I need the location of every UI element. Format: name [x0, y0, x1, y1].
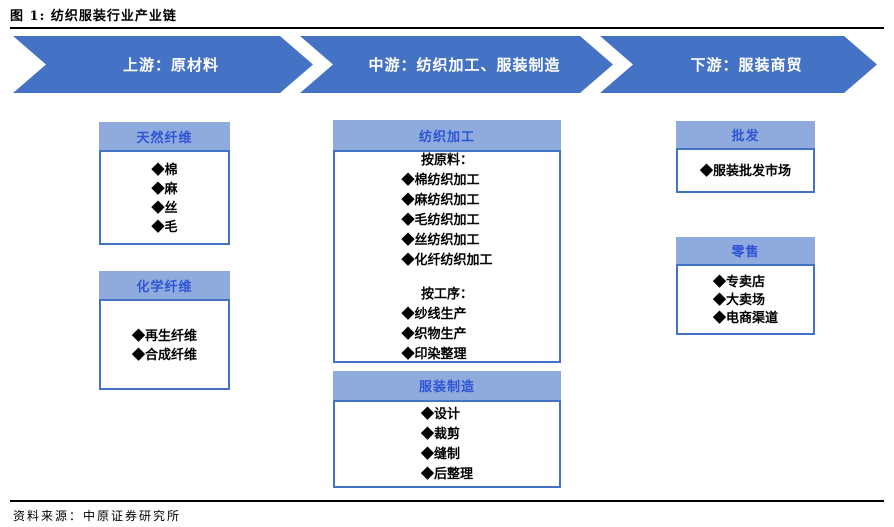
list-item: ◆织物生产: [401, 325, 467, 341]
garment-manufacturing-header: 服装制造: [333, 371, 561, 400]
textile-processing-header: 纺织加工: [333, 120, 561, 150]
list-item: ◆棉纺织加工: [401, 171, 480, 187]
chemical-fiber-body: ◆再生纤维 ◆合成纤维: [99, 299, 230, 390]
list-item: ◆设计: [420, 406, 460, 421]
list-item: ◆丝: [151, 199, 178, 215]
retail-header: 零售: [676, 237, 815, 264]
list-item: ◆缝制: [420, 446, 460, 461]
arrow-downstream-label: 下游：服装商贸: [690, 57, 803, 74]
arrow-upstream-label: 上游：原材料: [122, 57, 219, 74]
figure-title: 图 1: 纺织服装行业产业链: [10, 9, 177, 24]
list-item: ◆大卖场: [712, 291, 765, 307]
list-item: ◆棉: [151, 161, 178, 177]
bottom-rule: [10, 500, 884, 502]
arrow-upstream: 上游：原材料: [13, 36, 313, 93]
top-rule: [10, 27, 884, 29]
list-item: ◆再生纤维: [131, 327, 197, 343]
textile-processing-body: 按原料： ◆棉纺织加工 ◆麻纺织加工 ◆毛纺织加工 ◆丝纺织加工 ◆化纤纺织加工…: [333, 150, 561, 363]
group-spacer: [401, 270, 492, 284]
arrow-midstream-label: 中游：纺织加工、服装制造: [368, 57, 561, 74]
textile-processing-list: 按原料： ◆棉纺织加工 ◆麻纺织加工 ◆毛纺织加工 ◆丝纺织加工 ◆化纤纺织加工…: [401, 150, 492, 364]
list-item: ◆印染整理: [401, 345, 467, 361]
natural-fiber-list: ◆棉 ◆麻 ◆丝 ◆毛: [151, 160, 177, 236]
garment-manufacturing-list: ◆设计 ◆裁剪 ◆缝制 ◆后整理: [421, 404, 473, 484]
wholesale-header: 批发: [676, 121, 815, 148]
list-item: ◆麻纺织加工: [401, 191, 480, 207]
chemical-fiber-list: ◆再生纤维 ◆合成纤维: [132, 326, 197, 364]
list-item: ◆服装批发市场: [699, 163, 791, 178]
list-item: ◆化纤纺织加工: [401, 251, 493, 267]
source-attribution: 资料来源：中原证券研究所: [13, 509, 182, 523]
group-label-by-process: 按工序：: [420, 285, 473, 301]
list-item: ◆裁剪: [420, 426, 460, 441]
retail-body: ◆专卖店 ◆大卖场 ◆电商渠道: [676, 264, 815, 335]
natural-fiber-header: 天然纤维: [99, 122, 230, 150]
arrow-downstream: 下游：服装商贸: [600, 36, 877, 93]
natural-fiber-body: ◆棉 ◆麻 ◆丝 ◆毛: [99, 150, 230, 245]
chemical-fiber-header: 化学纤维: [99, 271, 230, 299]
arrow-midstream: 中游：纺织加工、服装制造: [300, 36, 613, 93]
list-item: ◆毛: [151, 218, 178, 234]
list-item: ◆专卖店: [712, 273, 765, 289]
retail-list: ◆专卖店 ◆大卖场 ◆电商渠道: [713, 273, 778, 327]
list-item: ◆丝纺织加工: [401, 231, 480, 247]
list-item: ◆毛纺织加工: [401, 211, 480, 227]
list-item: ◆后整理: [420, 466, 473, 481]
list-item: ◆纱线生产: [401, 305, 467, 321]
wholesale-body: ◆服装批发市场: [676, 148, 815, 193]
list-item: ◆合成纤维: [131, 346, 197, 362]
garment-manufacturing-body: ◆设计 ◆裁剪 ◆缝制 ◆后整理: [333, 400, 561, 488]
list-item: ◆麻: [151, 180, 178, 196]
group-label-by-material: 按原料：: [420, 151, 473, 167]
wholesale-list: ◆服装批发市场: [700, 161, 791, 180]
list-item: ◆电商渠道: [712, 309, 778, 325]
